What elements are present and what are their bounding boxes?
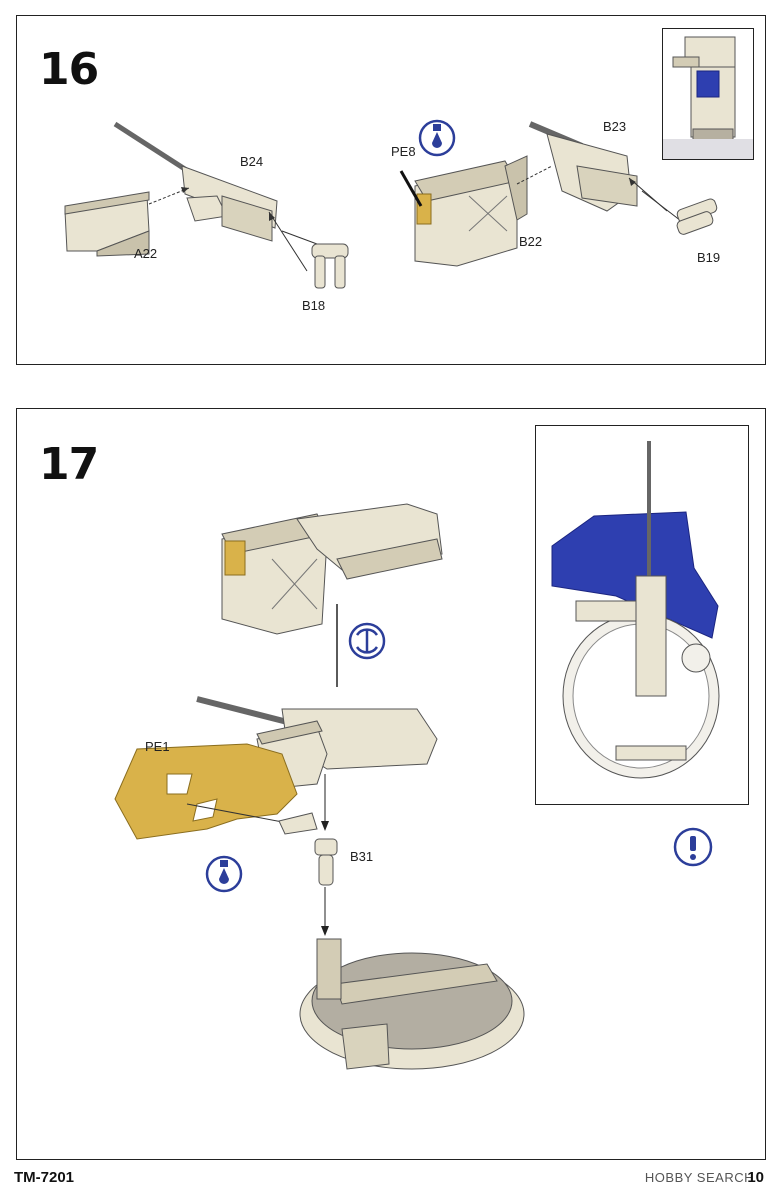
step-17-inset [535,425,749,805]
step-16-panel: 16 [16,15,766,365]
page-number: 10 [747,1169,764,1186]
ammo-box-a22 [64,191,150,257]
label-a22: A22 [134,246,158,261]
ammo-box-assembly [221,503,443,635]
document-code: TM-7201 [14,1169,75,1186]
glue-icon [418,119,456,157]
step-16-number: 16 [39,44,99,95]
label-b18: B18 [302,298,326,313]
photo-etch-shield-pe1 [114,743,298,840]
label-b23: B23 [603,119,627,134]
glue-icon [205,855,243,893]
part-b31 [314,838,338,886]
label-pe1: PE1 [145,739,170,754]
step-17-panel: 17 [16,408,766,1160]
step-16-illustration [64,119,718,289]
machine-gun-b23 [528,121,638,212]
part-b18 [311,243,349,289]
attention-icon [673,827,713,867]
turret-ring-base [299,938,525,1070]
part-b19 [676,198,718,235]
step-16-inset [662,28,754,160]
ammo-box-b22 [414,155,528,267]
inset-16-illustration [663,36,753,159]
step-17-number: 17 [39,439,99,490]
step-17-illustration [114,503,713,1070]
watermark: HOBBY SEARCH [644,1170,754,1185]
machine-gun-b24 [113,121,278,242]
label-b24: B24 [240,154,264,169]
label-pe8: PE8 [391,144,416,159]
label-b22: B22 [519,234,543,249]
label-b31: B31 [350,849,374,864]
label-b19: B19 [697,250,721,265]
rotate-icon [348,622,386,660]
inset-17-illustration [551,441,720,779]
